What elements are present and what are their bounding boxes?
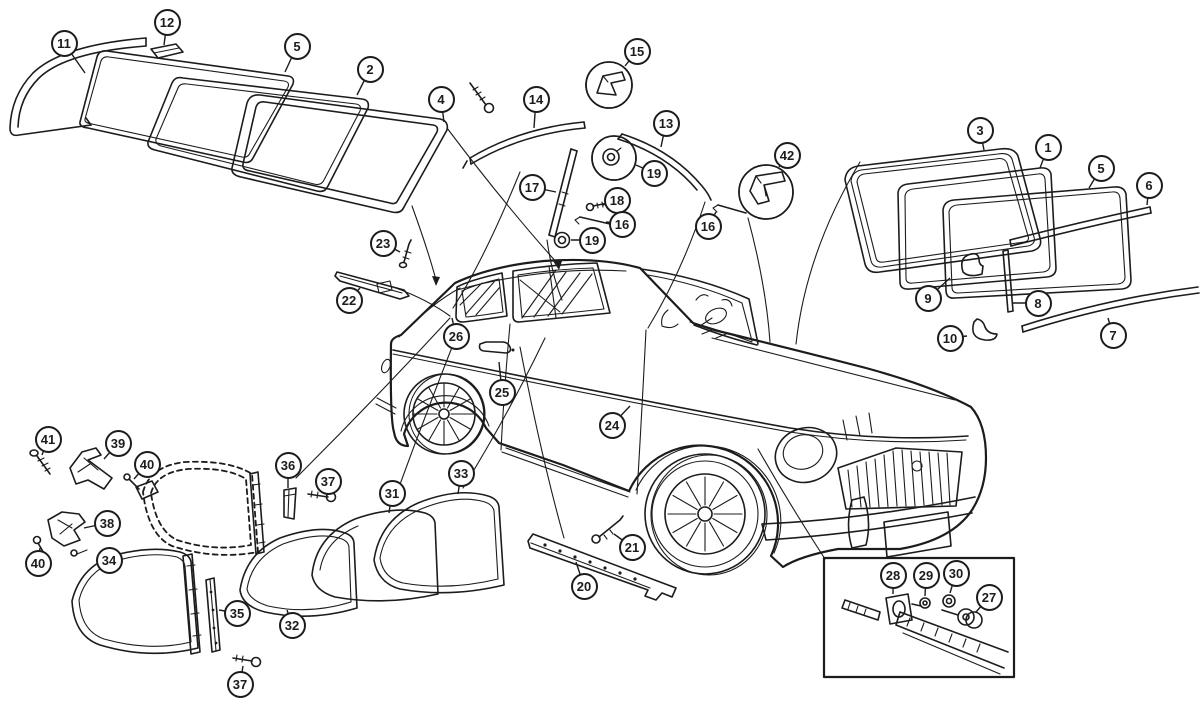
part-windscreen-finisher-clip-12 [150, 43, 184, 59]
callout-15: 15 [623, 37, 651, 65]
part-screw-41 [29, 449, 51, 475]
callout-42: 42 [773, 141, 801, 169]
part-rear-header-trim-13 [617, 133, 712, 201]
part-channel-36 [283, 487, 297, 520]
part-quarter-chrome-33 [373, 491, 505, 594]
part-clip-28 [885, 593, 922, 625]
callout-11: 11 [50, 29, 78, 57]
callout-19: 19 [640, 159, 668, 187]
callout-31: 31 [378, 479, 406, 507]
part-header-rail-trim-14 [462, 121, 586, 169]
part-rear-window-chrome-trim-5 [942, 186, 1132, 299]
part-fastener-27 [941, 608, 983, 629]
part-trim-strip-7 [1021, 286, 1200, 333]
callout-35: 35 [223, 599, 251, 627]
callout-23: 23 [369, 229, 397, 257]
callout-2: 2 [356, 55, 384, 83]
callout-6: 6 [1135, 171, 1163, 199]
callout-14: 14 [522, 85, 550, 113]
part-quarter-glass-31 [311, 509, 439, 602]
callout-40: 40 [133, 450, 161, 478]
part-trim-strip-6 [1009, 206, 1152, 247]
part-screw-21 [591, 515, 624, 544]
callout-39: 39 [104, 429, 132, 457]
part-windscreen-glass-2 [147, 76, 370, 193]
callout-7: 7 [1099, 321, 1127, 349]
callout-32: 32 [278, 611, 306, 639]
detail-circle-grommet-19 [591, 135, 637, 181]
callout-19: 19 [578, 226, 606, 254]
callout-20: 20 [570, 572, 598, 600]
callout-26: 26 [442, 322, 470, 350]
part-screw [469, 82, 495, 114]
callout-29: 29 [912, 561, 940, 589]
callout-17: 17 [518, 173, 546, 201]
callout-38: 38 [93, 509, 121, 537]
part-finisher-strip-22 [334, 271, 410, 300]
callout-10: 10 [936, 324, 964, 352]
callout-40: 40 [24, 549, 52, 577]
part-channel-35 [205, 577, 221, 653]
part-washer-30 [942, 594, 956, 608]
part-door-finisher-20 [527, 533, 677, 601]
callout-33: 33 [447, 459, 475, 487]
callout-36: 36 [274, 451, 302, 479]
part-windscreen-chrome-trim-5 [79, 50, 295, 164]
callout-27: 27 [975, 583, 1003, 611]
callout-37: 37 [226, 670, 254, 698]
part-hinge-bracket-39 [69, 447, 113, 490]
part-screw-23 [398, 239, 412, 269]
part-rear-window-glass-1 [897, 167, 1057, 290]
part-windscreen-rubber-seal-4 [231, 94, 449, 214]
callout-41: 41 [34, 425, 62, 453]
callout-1: 1 [1034, 133, 1062, 161]
callout-4: 4 [427, 85, 455, 113]
callout-9: 9 [914, 284, 942, 312]
callout-13: 13 [652, 109, 680, 137]
part-catch-38 [47, 511, 86, 547]
callout-34: 34 [95, 546, 123, 574]
detail-circle-clip-42 [738, 164, 794, 220]
callout-24: 24 [598, 411, 626, 439]
inset-detail-box [822, 556, 1016, 679]
callout-3: 3 [966, 116, 994, 144]
part-clip-10 [972, 318, 998, 341]
part-rod-clip-16-right [712, 204, 747, 214]
part-rod-clip-16-left [574, 216, 611, 225]
callout-18: 18 [603, 186, 631, 214]
part-washer-29 [919, 597, 931, 609]
callout-16: 16 [608, 210, 636, 238]
car-body [375, 258, 988, 576]
callout-28: 28 [879, 561, 907, 589]
callout-25: 25 [488, 378, 516, 406]
callout-22: 22 [335, 286, 363, 314]
callout-21: 21 [618, 533, 646, 561]
callout-30: 30 [942, 559, 970, 587]
callout-5: 5 [283, 32, 311, 60]
callout-12: 12 [153, 8, 181, 36]
callout-8: 8 [1024, 289, 1052, 317]
callout-5: 5 [1087, 154, 1115, 182]
part-grommet-19-lower [553, 231, 571, 249]
callout-37: 37 [314, 467, 342, 495]
part-quarter-seal-32 [239, 528, 358, 617]
part-joint-strip-8 [1002, 249, 1014, 313]
part-clip-9 [961, 252, 984, 277]
part-pillar-trim-17 [548, 148, 578, 238]
callout-16: 16 [694, 212, 722, 240]
detail-circle-clip-15 [585, 61, 633, 109]
part-bolt-37-lower [232, 654, 262, 668]
